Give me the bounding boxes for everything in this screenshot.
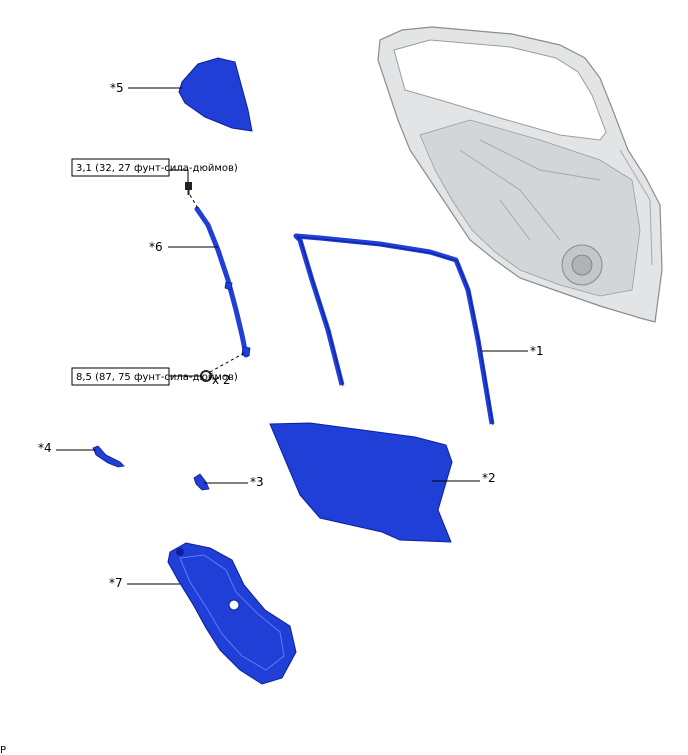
callout-7: *7: [109, 576, 123, 590]
callout-6: *6: [149, 240, 163, 254]
torque-label-upper: 3,1 (32, 27 фунт-сила-дюймов): [76, 163, 238, 174]
part-1-glass-run: [293, 233, 495, 426]
torque-box-upper: 3,1 (32, 27 фунт-сила-дюймов): [71, 158, 238, 177]
part-5-corner-piece: [178, 57, 253, 132]
part-7-service-cover: [167, 542, 297, 685]
callout-3: *3: [250, 475, 264, 489]
callout-1: *1: [530, 344, 544, 358]
leader-line-torque-upper: [169, 169, 189, 182]
quantity-label: x 2: [212, 373, 231, 387]
torque-box-lower: 8,5 (87, 75 фунт-сила-дюймов): [71, 367, 238, 386]
part-3-clip: [193, 473, 210, 491]
door-panel: [377, 26, 663, 323]
part-2-door-glass: [269, 422, 453, 543]
bolt-icon: [185, 182, 192, 195]
torque-label-lower: 8,5 (87, 75 фунт-сила-дюймов): [76, 372, 238, 383]
callout-4: *4: [38, 441, 52, 455]
upper-bolt-dashed-line: [189, 194, 200, 211]
callout-5: *5: [110, 81, 124, 95]
lower-bolt-dashed-line: [209, 351, 247, 373]
callout-2: *2: [482, 471, 496, 485]
part-6-division-bar: [194, 206, 251, 358]
footer-code: P: [0, 745, 6, 755]
part-4-bracket: [92, 445, 125, 468]
